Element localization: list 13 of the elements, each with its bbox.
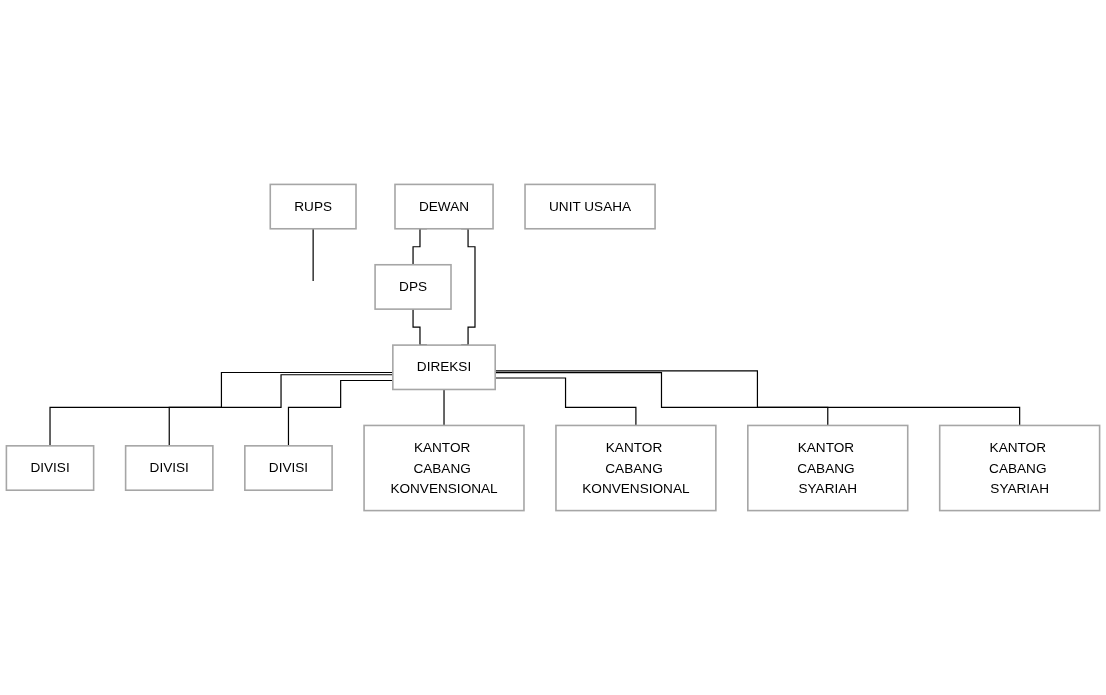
node-box: KANTOR CABANG SYARIAH [747, 424, 909, 512]
node-box: KANTOR CABANG KONVENSIONAL [363, 424, 525, 512]
node-box: KANTOR CABANG SYARIAH [938, 424, 1101, 512]
connector [312, 228, 314, 282]
node-box: KANTOR CABANG KONVENSIONAL [555, 424, 717, 512]
node-box: RUPS [269, 183, 357, 230]
node-box: UNIT USAHA [524, 183, 656, 230]
node-box: DEWAN [394, 183, 494, 230]
node-box: DIVISI [244, 445, 333, 491]
node-box: DIVISI [5, 445, 95, 491]
node-box: DPS [374, 263, 452, 310]
node-box: DIVISI [124, 445, 214, 491]
node-box: DIREKSI [392, 344, 496, 391]
